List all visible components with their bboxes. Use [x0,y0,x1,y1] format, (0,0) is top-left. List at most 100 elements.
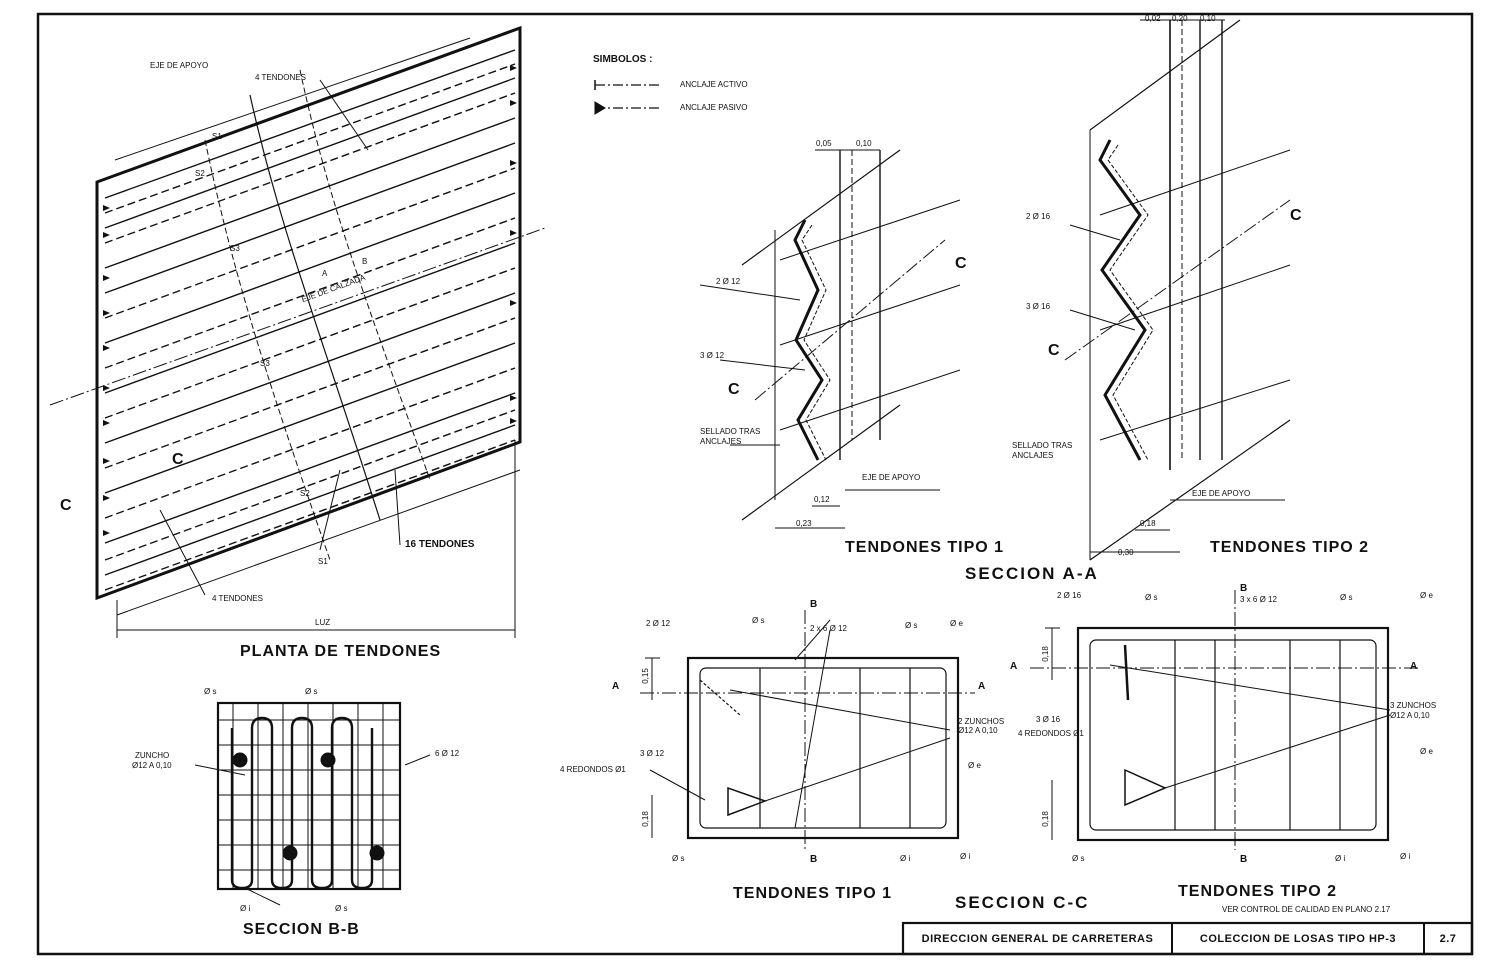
cc-bar-2012: 2 Ø 12 [646,619,671,628]
aa-section-title: SECCION A-A [965,564,1099,583]
aa-dim-002: 0,02 [1145,14,1161,23]
plan-s3-label: S3 [260,359,270,368]
plan-eje-apoyo: EJE DE APOYO [150,61,209,70]
bb-phi-i: Ø i [240,904,251,913]
aa-type1-title: TENDONES TIPO 1 [845,539,1005,556]
anchor-markers [103,65,517,536]
cc-b-mark: B [1240,583,1248,594]
plan-s2-label: S2 [195,169,205,178]
cc-dim-018: 0,18 [640,811,650,827]
support-axis-line [116,469,521,616]
aa-anclajes: ANCLAJES [700,437,742,446]
section-cc-type1 [640,610,975,850]
section-cc-type2 [1030,590,1420,850]
cc-type2-title: TENDONES TIPO 2 [1178,883,1338,900]
leader-line [319,469,341,551]
aa-type2-title: TENDONES TIPO 2 [1210,539,1370,556]
cc-redondos2: 4 REDONDOS Ø1 [1018,729,1084,738]
section-cc-axis [49,227,546,406]
cc-b-mark: B [1240,854,1248,865]
aa-bar-3016: 3 Ø 16 [1026,302,1051,311]
aa-dim-023: 0,23 [796,519,812,528]
cc-dim-018: 0,18 [1040,811,1050,827]
s-line [204,139,331,561]
plan-b-label: B [362,257,368,266]
bb-zuncho2: Ø12 A 0,10 [132,761,172,770]
title-block-sheet: 2.7 [1439,932,1457,945]
plan-a-label: A [322,269,328,278]
aa-c-mark: C [1048,342,1061,359]
bb-section-title: SECCION B-B [243,921,360,938]
cc-phi-e: Ø e [968,761,981,770]
cc-dim-018: 0,18 [1040,646,1050,662]
plan-s1-label: S1 [212,132,222,141]
aa-c-mark: C [955,255,968,272]
plan-view [49,25,546,638]
aa-bar-3012: 3 Ø 12 [700,351,725,360]
cc-phi-i: Ø i [1335,854,1346,863]
symbols-heading: SIMBOLOS : [593,54,653,65]
sheet-frame [36,12,1474,956]
title-block-agency: DIRECCION GENERAL DE CARRETERAS [921,932,1154,945]
plan-title: PLANTA DE TENDONES [240,643,442,660]
aa-eje-apoyo: EJE DE APOYO [1192,489,1251,498]
plan-tendones-bottom: 4 TENDONES [212,594,263,603]
cc-phi-s: Ø s [752,616,765,625]
tendon-lines [104,49,516,591]
cc-phi-i: Ø i [1400,852,1411,861]
leader-line [394,469,401,546]
section-bb [194,701,431,906]
plan-c-mark: C [60,497,73,514]
cc-phi-e: Ø e [1420,591,1433,600]
cc-a-mark: A [978,681,986,692]
aa-anclajes: ANCLAJES [1012,451,1054,460]
plan-s1-label: S1 [318,557,328,566]
cc-b-mark: B [810,599,818,610]
title-block [901,921,1474,956]
aa-bar-2012: 2 Ø 12 [716,277,741,286]
cc-a-mark: A [1410,661,1418,672]
aa-sellado: SELLADO TRAS [700,427,761,436]
plan-c-mark: C [172,451,185,468]
aa-bar-2016: 2 Ø 16 [1026,212,1051,221]
cc-phi-i: Ø i [960,852,971,861]
symbol-passive-label: ANCLAJE PASIVO [680,103,748,112]
symbol-active-label: ANCLAJE ACTIVO [680,80,748,89]
plan-luz-label: LUZ [315,618,331,627]
bb-phi-s: Ø s [305,687,318,696]
cc-phi-s: Ø s [905,621,918,630]
cc-b-mark: B [810,854,818,865]
cc-a-mark: A [1010,661,1018,672]
leader-line [319,79,369,151]
support-axis-line [114,37,471,161]
cc-bar-3012: 3 Ø 12 [640,749,665,758]
cc-redondos1: 4 REDONDOS Ø1 [560,765,626,774]
cc-phi-i: Ø i [900,854,911,863]
bb-phi-s: Ø s [204,687,217,696]
cc-dim-015: 0,15 [640,668,650,684]
cc-zunchos3b: Ø12 A 0,10 [1390,711,1430,720]
aa-dim-018: 0,18 [1140,519,1156,528]
cc-phi-e: Ø e [950,619,963,628]
bb-bar-6012: 6 Ø 12 [435,749,460,758]
cc-phi-s: Ø s [672,854,685,863]
aa-dim-012: 0,12 [814,495,830,504]
cc-bar-2x6: 2 x 6 Ø 12 [810,624,847,633]
cc-note: VER CONTROL DE CALIDAD EN PLANO 2.17 [1222,905,1391,914]
cc-zunchos2: 2 ZUNCHOS [958,717,1005,726]
aa-c-mark: C [1290,207,1303,224]
cc-bar-3016: 3 Ø 16 [1036,715,1061,724]
aa-dim-010: 0,10 [856,139,872,148]
cc-phi-s: Ø s [1340,593,1353,602]
bb-phi-s: Ø s [335,904,348,913]
s-line [249,94,381,521]
title-block-collection: COLECCION DE LOSAS TIPO HP-3 [1199,932,1397,945]
aa-eje-apoyo: EJE DE APOYO [862,473,921,482]
s-line [299,69,431,481]
plan-s3-label: S3 [230,244,240,253]
bb-zuncho: ZUNCHO [135,751,170,760]
aa-sellado: SELLADO TRAS [1012,441,1073,450]
cc-section-title: SECCION C-C [955,893,1090,912]
